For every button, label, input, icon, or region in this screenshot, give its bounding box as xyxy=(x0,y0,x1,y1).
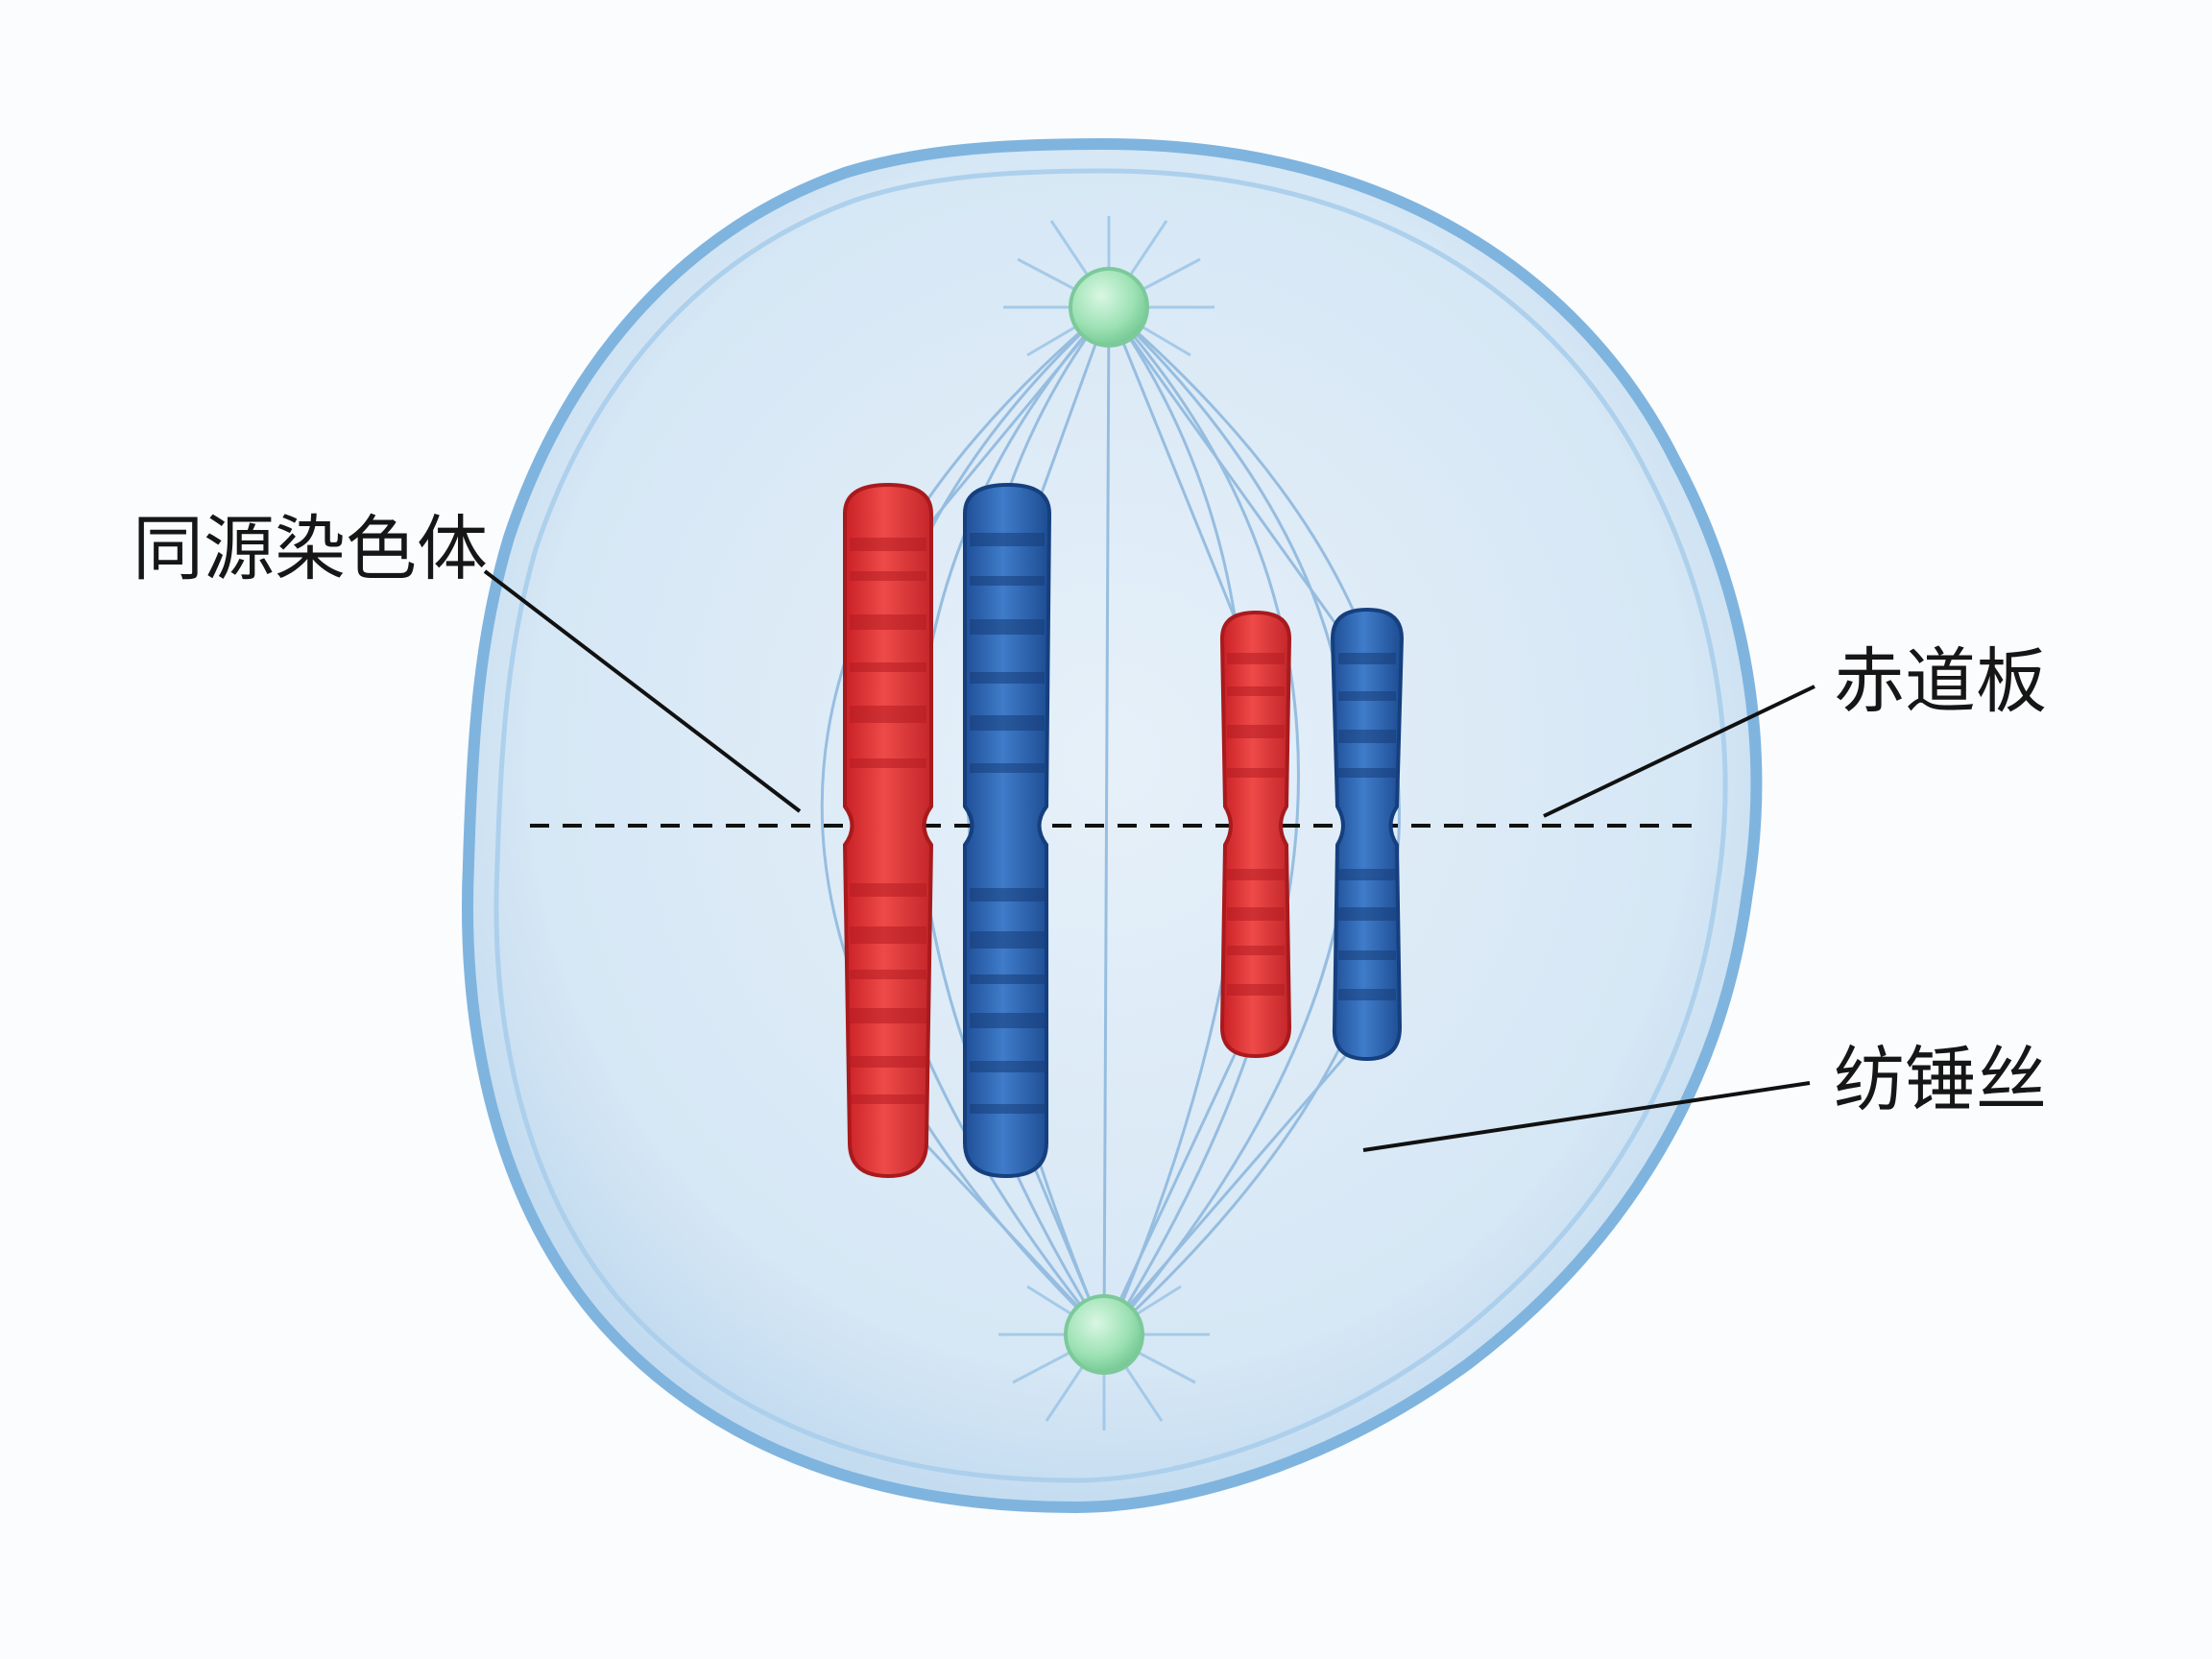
label-equatorial-plate: 赤道板 xyxy=(1543,640,2047,818)
spindle-fiber xyxy=(1102,1046,1240,1335)
chromosome-small-red xyxy=(1219,610,1292,1059)
label-spindle-fibers: 纺锤丝 xyxy=(1362,1039,2047,1152)
leader-line-equatorial xyxy=(1543,685,1815,818)
spindle-fiber xyxy=(1107,306,1255,663)
spindle-fiber xyxy=(1102,306,1111,1335)
cell xyxy=(462,137,1763,1514)
chromosome-large-blue xyxy=(963,482,1052,1179)
label-equatorial-plate-text: 赤道板 xyxy=(1834,640,2047,723)
label-homologous-chromosomes-text: 同源染色体 xyxy=(132,508,488,590)
leader-line-spindle xyxy=(1362,1081,1811,1152)
label-homologous-chromosomes: 同源染色体 xyxy=(132,508,802,813)
leader-line-homologous xyxy=(483,569,802,813)
spindle-fiber xyxy=(1102,1046,1356,1335)
label-spindle-fibers-text: 纺锤丝 xyxy=(1834,1039,2047,1121)
cell-inner-rim xyxy=(493,168,1728,1483)
centrosome-top xyxy=(1069,267,1149,348)
spindle-fiber xyxy=(1107,305,1300,1335)
spindle-fiber xyxy=(820,305,1110,1336)
spindle-fiber xyxy=(1107,306,1365,663)
cell-membrane xyxy=(462,137,1763,1514)
chromosome-small-blue xyxy=(1330,607,1405,1062)
centrosome-bottom xyxy=(1064,1294,1144,1375)
chromosome-large-red xyxy=(842,482,934,1179)
spindle-fiber xyxy=(1107,305,1401,1336)
